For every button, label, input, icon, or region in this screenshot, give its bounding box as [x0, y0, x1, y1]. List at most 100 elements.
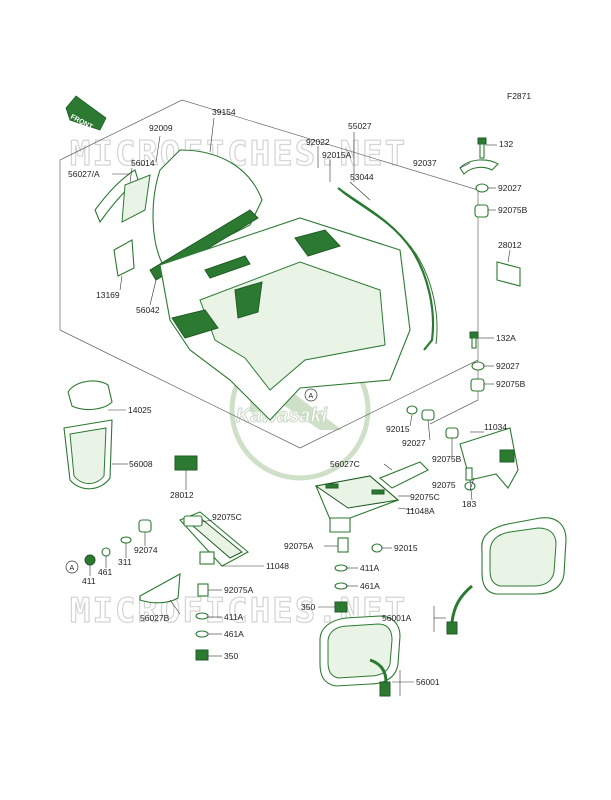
bracket-11048A-hole-1	[325, 483, 339, 489]
part-label: 39154	[212, 107, 236, 117]
part-label: 14025	[128, 405, 152, 415]
nut-350-icon	[195, 649, 209, 661]
clip-92037	[459, 159, 499, 175]
washer-92015-b	[371, 543, 383, 553]
plate-28012-left	[174, 455, 198, 471]
part-label: 311	[118, 557, 132, 567]
stud-92075A	[197, 583, 209, 597]
part-label: 411	[82, 576, 96, 586]
nut-350-b-icon	[334, 601, 348, 613]
mirror-56001A-stem	[450, 584, 473, 623]
figure-code: F2871	[507, 91, 531, 101]
assembly-frame	[59, 99, 479, 449]
front-arrow-icon: FRONT	[65, 95, 107, 131]
part-label: 92015A	[322, 150, 352, 160]
grommet-92075	[464, 481, 476, 491]
part-label: 56027B	[140, 613, 170, 623]
part-label: 92009	[149, 123, 173, 133]
part-label: 28012	[498, 240, 522, 250]
part-label: 132A	[496, 333, 516, 343]
part-label: 92075B	[432, 454, 462, 464]
part-label: 92075	[432, 480, 456, 490]
part-label: 92075A	[284, 541, 314, 551]
grommet-92027-b	[471, 361, 485, 371]
mirror-56001-mount	[379, 681, 391, 697]
part-labels: 39154 92009 92022 92015A 55027 132 92037…	[68, 107, 528, 687]
logo-text: Kawasaki	[236, 405, 328, 427]
damper-92075B-b	[470, 378, 485, 392]
cover-14025	[67, 380, 113, 411]
bracket-11048A-leg	[329, 517, 351, 533]
part-label: 11048A	[406, 506, 435, 516]
bolt-132A-icon	[469, 331, 479, 349]
part-label: 92027	[498, 183, 522, 193]
bolt-183-icon	[465, 467, 473, 481]
part-label: 56008	[129, 459, 153, 469]
part-label: 28012	[170, 490, 194, 500]
washer-411A-b	[334, 564, 348, 572]
side-trim-56014	[121, 174, 151, 223]
ref-circle-a-1: A	[304, 388, 318, 402]
plate-28012-top	[496, 261, 521, 287]
cowling-vent-right	[294, 229, 341, 257]
grommet-92027	[475, 183, 489, 193]
bracket-11048A-hole-2	[371, 489, 385, 495]
bracket-13169	[113, 239, 135, 277]
part-label: 92074	[134, 545, 158, 555]
damper-92075C	[183, 515, 203, 527]
part-label: 92027	[496, 361, 520, 371]
part-label: 13169	[96, 290, 120, 300]
part-label: 53044	[350, 172, 374, 182]
svg-text:A: A	[309, 393, 314, 400]
part-label: 132	[499, 139, 513, 149]
cable-53044	[337, 187, 435, 351]
part-label: 350	[301, 602, 315, 612]
trim-56027B	[139, 573, 181, 604]
part-label: 92037	[413, 158, 437, 168]
part-label: 92075C	[410, 492, 440, 502]
nut-411-icon	[84, 554, 96, 566]
leader-lines	[89, 117, 511, 696]
part-label: 92075C	[212, 512, 242, 522]
part-label: 56014	[131, 158, 155, 168]
svg-text:A: A	[70, 565, 75, 572]
part-label: 92015	[394, 543, 418, 553]
damper-92075B	[474, 204, 489, 218]
part-label: 92075B	[496, 379, 526, 389]
part-label: 411A	[360, 563, 380, 573]
bolt-132-icon	[477, 137, 487, 159]
grommet-311	[120, 536, 132, 544]
part-label: 92015	[386, 424, 410, 434]
part-label: 11034	[484, 422, 507, 432]
part-label: 461	[98, 567, 112, 577]
part-label: 56027C	[330, 459, 360, 469]
part-label: 56027/A	[68, 169, 100, 179]
part-label: 56042	[136, 305, 160, 315]
damper-92074	[138, 519, 152, 533]
cowling-slot	[204, 255, 251, 279]
ref-circle-a-2: A	[65, 560, 79, 574]
pocket-56008-inner	[69, 427, 107, 484]
part-label: 92075B	[498, 205, 528, 215]
part-label: 56001A	[382, 613, 412, 623]
stud-92075A-b	[337, 537, 349, 553]
washer-411A	[195, 612, 209, 620]
cowling-vent-left	[171, 309, 219, 339]
part-label: 461A	[224, 629, 244, 639]
mirror-56001-stem	[369, 658, 388, 683]
part-label: 55027	[348, 121, 372, 131]
part-label: 411A	[224, 612, 244, 622]
damper-92027-mid	[421, 409, 435, 421]
washer-461	[101, 547, 111, 557]
part-label: 461A	[360, 581, 380, 591]
part-label: 56001	[416, 677, 440, 687]
cowling-grille	[234, 281, 263, 319]
damper-92075B-mid	[445, 427, 459, 439]
washer-461A-b	[334, 582, 348, 590]
bracket-11048-leg	[199, 551, 215, 565]
part-label: 92022	[306, 137, 330, 147]
part-label: 92027	[402, 438, 426, 448]
part-label: 350	[224, 651, 238, 661]
cable-53044-inner	[341, 191, 438, 345]
